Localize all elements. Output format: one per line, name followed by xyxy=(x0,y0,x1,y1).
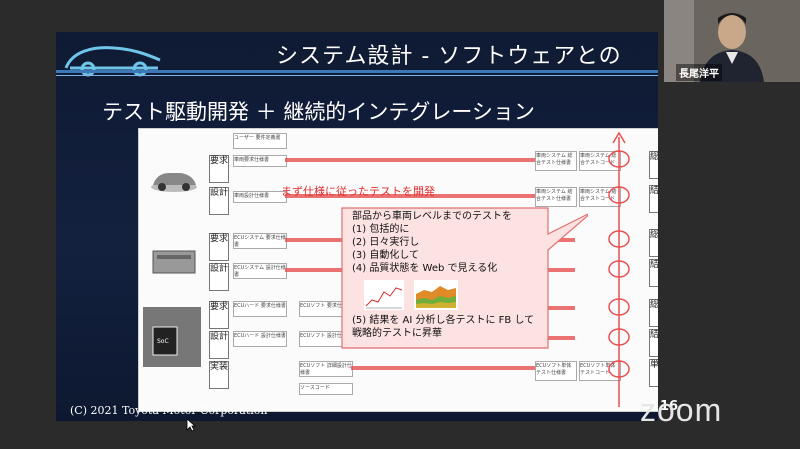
ecu-chip-image: SoC xyxy=(143,307,201,367)
right-label: 総合 xyxy=(649,299,658,327)
left-label: 要求 xyxy=(209,155,229,183)
right-label: 結合 xyxy=(649,185,658,213)
spec-box: ECUシステム 要求仕様書 xyxy=(233,233,287,249)
page-number: 16 xyxy=(660,399,679,414)
car-image xyxy=(151,173,197,192)
left-label: 要求 xyxy=(209,233,229,261)
left-label: 要求 xyxy=(209,301,229,329)
spec-box: 車両設計仕様書 xyxy=(233,191,287,203)
copyright-text: (C) 2021 Toyota Motor Corporation xyxy=(70,404,268,417)
spec-box: ECUハード 要求仕様書 xyxy=(233,301,287,317)
presentation-slide: システム設計 - ソフトウェアとの テスト駆動開発 ＋ 継続的インテグレーション… xyxy=(56,32,658,421)
right-label: 結合 xyxy=(649,259,658,287)
left-label: 設計 xyxy=(209,331,229,359)
participant-name: 長尾洋平 xyxy=(676,64,722,81)
callout-box: 部品から車両レベルまでのテストを (1) 包括的に (2) 日々実行し (3) … xyxy=(338,204,588,352)
right-label: 結合 xyxy=(649,329,658,357)
callout-line: (2) 日々実行し xyxy=(352,237,420,248)
callout-lines: 部品から車両レベルまでのテストを (1) 包括的に (2) 日々実行し (3) … xyxy=(352,210,512,275)
spec-box: 車両要求仕様書 xyxy=(233,155,287,167)
title-divider-thin xyxy=(56,75,658,76)
spec-box: ユーザー 要件定義書 xyxy=(233,133,287,149)
left-label: 設計 xyxy=(209,187,229,215)
callout-shape xyxy=(341,207,588,349)
spec-box: ECUシステム 設計仕様書 xyxy=(233,263,287,279)
svg-text:SoC: SoC xyxy=(157,338,169,345)
right-label: 単体 xyxy=(649,359,658,387)
integration-arrow xyxy=(608,131,630,407)
diagram-top-label: まず仕様に従ったテストを開発 xyxy=(281,185,435,198)
spec-box: ECUハード 設計仕様書 xyxy=(233,331,287,347)
participant-avatar xyxy=(664,0,800,82)
callout-footer: (5) 結果を AI 分析し各テストに FB して 戦略的テストに昇華 xyxy=(352,314,534,340)
zoom-logo: zoom xyxy=(640,392,723,428)
title-divider xyxy=(56,70,658,73)
spec-box: ECUソフト 要求仕様書 xyxy=(299,301,353,317)
callout-line: 部品から車両レベルまでのテストを xyxy=(352,211,512,222)
participant-video[interactable] xyxy=(664,0,800,82)
callout-line: (4) 品質状態を Web で見える化 xyxy=(352,263,498,274)
mouse-cursor-icon xyxy=(186,418,196,432)
callout-line: (1) 包括的に xyxy=(352,224,410,235)
callout-footer-line: 戦略的テストに昇華 xyxy=(352,328,442,339)
ecu-image xyxy=(152,250,196,274)
callout-line: (3) 自動化して xyxy=(352,250,420,261)
test-spec-box: 車両システム 結合テスト仕様書 xyxy=(535,187,577,207)
left-label: 実装 xyxy=(209,361,229,389)
left-label: 設計 xyxy=(209,263,229,291)
slide-subtitle: テスト駆動開発 ＋ 継続的インテグレーション xyxy=(102,100,535,124)
right-label: 総合 xyxy=(649,229,658,257)
v-model-diagram: SoC 要求 設計 要求 設計 要求 設計 実装 ユーザー 要件定義書 車両要求… xyxy=(138,128,658,412)
test-spec-box: 車両システム 総合テスト仕様書 xyxy=(535,151,577,171)
spec-box: ソースコード xyxy=(299,383,353,395)
slide-title: システム設計 - ソフトウェアとの xyxy=(276,44,622,69)
mini-area-chart-icon xyxy=(414,280,458,310)
mini-line-chart-icon xyxy=(364,280,404,310)
test-spec-box: ECUソフト単体 テスト仕様書 xyxy=(535,361,577,381)
callout-footer-line: (5) 結果を AI 分析し各テストに FB して xyxy=(352,315,535,326)
right-label: 総合 xyxy=(649,151,658,179)
